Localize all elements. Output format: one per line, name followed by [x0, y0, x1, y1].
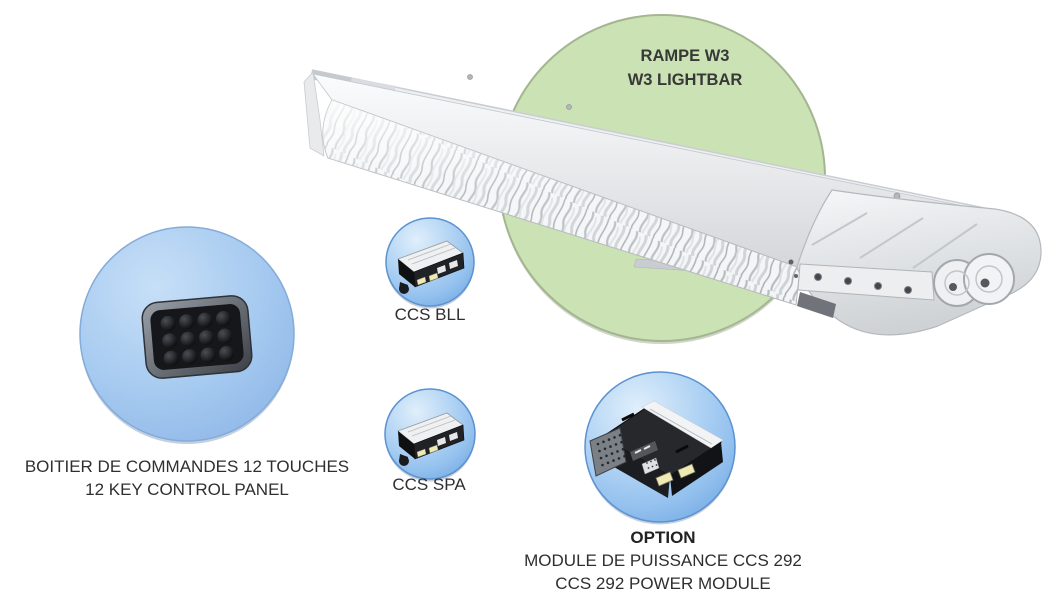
panel-button: [197, 312, 213, 328]
panel-button: [162, 333, 178, 349]
endcap-bolt: [788, 259, 794, 265]
module-port: [428, 272, 439, 282]
endcap-ridge: [912, 223, 978, 269]
lightbar-image: [303, 69, 1042, 336]
endcap-dark-notch: [797, 292, 836, 318]
power-module-right-face: [670, 442, 723, 496]
panel-button: [163, 350, 179, 366]
module-left-face: [398, 259, 415, 287]
power-module-port: [677, 463, 696, 479]
power-module-pin-grid: [641, 457, 660, 475]
module-port: [416, 276, 427, 286]
module-dip-block: [437, 265, 446, 274]
lightbar-screw: [467, 74, 473, 80]
module-label-line: [407, 243, 452, 261]
power-module-label-strip: [641, 400, 724, 449]
power-module-pin-grid-dots: [646, 459, 658, 469]
lightbar-back-edge: [311, 69, 1005, 213]
ccs-bll-module-image: [397, 240, 465, 294]
endcap-led: [814, 273, 822, 281]
power-module-run-dash: [643, 445, 651, 450]
power-module-pin-connector: [589, 427, 627, 477]
endcap-lens-ring: [975, 265, 1003, 293]
power-module-label-fr: MODULE DE PUISSANCE CCS 292: [524, 551, 802, 570]
endcap-bolt: [794, 274, 798, 278]
ccs-bll-label: CCS BLL: [355, 303, 505, 326]
lightbar-callout-line1: RAMPE W3: [640, 47, 730, 65]
endcap-led: [874, 282, 882, 290]
endcap-led: [904, 286, 912, 294]
panel-button: [180, 331, 196, 347]
ccs-spa-label-text: CCS SPA: [392, 475, 466, 494]
endcap-lens-led: [980, 278, 990, 288]
module-dip-block: [449, 260, 458, 269]
power-module-port: [655, 471, 674, 487]
power-module-vent: [621, 412, 635, 422]
ccs-bll-label-text: CCS BLL: [394, 305, 466, 324]
power-module-run-block: [630, 441, 658, 461]
panel-button: [198, 330, 215, 346]
control-panel-label-en: 12 KEY CONTROL PANEL: [85, 480, 289, 499]
power-module-vent: [675, 444, 689, 454]
module-label-line: [411, 247, 456, 265]
lightbar-screw: [566, 104, 572, 110]
power-module-label-en: CCS 292 POWER MODULE: [555, 574, 771, 593]
lightbar-crystal-sheen: [322, 100, 800, 305]
panel-button: [160, 315, 176, 332]
endcap-lens: [963, 253, 1015, 305]
control-panel-label-fr: BOITIER DE COMMANDES 12 TOUCHES: [24, 457, 350, 476]
lightbar-callout-label: RAMPE W3 W3 LIGHTBAR: [565, 44, 805, 92]
endcap-lens-led: [949, 283, 957, 291]
power-module-option-line: OPTION: [630, 528, 696, 547]
power-module-image: [589, 400, 724, 498]
lightbar-left-endcap: [303, 71, 325, 157]
panel-button: [218, 345, 235, 362]
power-module-label: OPTION MODULE DE PUISSANCE CCS 292 CCS 2…: [515, 526, 811, 595]
lightbar-callout-line2: W3 LIGHTBAR: [627, 71, 743, 89]
control-panel-buttons: [160, 311, 235, 366]
panel-button: [182, 349, 198, 365]
endcap-ridge: [811, 212, 868, 246]
ccs-spa-label: CCS SPA: [354, 473, 504, 496]
endcap-lens-ring: [944, 270, 970, 296]
panel-button: [217, 328, 233, 344]
power-module-pins: [596, 433, 626, 467]
endcap-led-module-strip: [797, 263, 935, 301]
power-module-run-dash: [634, 449, 642, 454]
control-panel-label: BOITIER DE COMMANDES 12 TOUCHES 12 KEY C…: [7, 455, 367, 501]
control-panel-image: [141, 295, 253, 379]
endcap-ridge: [859, 217, 924, 259]
power-module-label-line: [649, 408, 713, 445]
endcap-led: [844, 277, 852, 285]
module-cable-nub: [399, 284, 409, 294]
panel-button: [215, 311, 232, 327]
panel-button: [200, 347, 216, 363]
panel-button: [179, 314, 195, 330]
